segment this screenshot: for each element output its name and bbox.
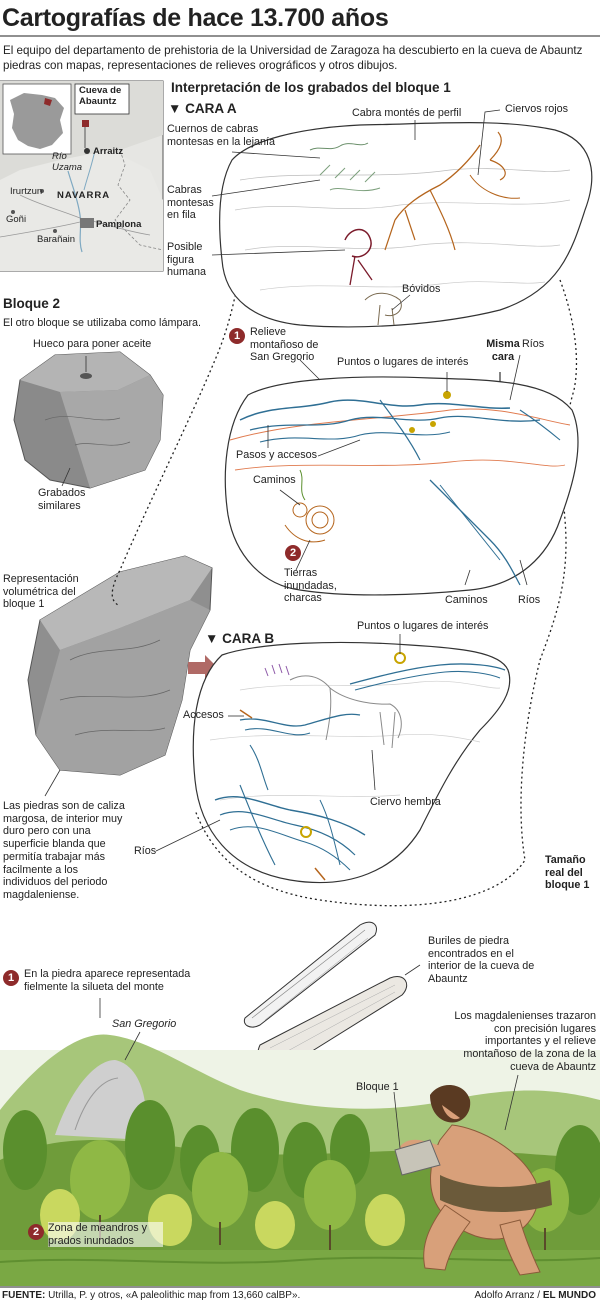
- badge-2-zona: 2: [28, 1224, 44, 1240]
- cara-a-heading: ▼ CARA A: [168, 101, 237, 117]
- label-magdalenienses: Los magdalenienses trazaron con precisió…: [454, 1010, 596, 1073]
- bloque2-desc: El otro bloque se utilizaba como lámpara…: [3, 317, 202, 329]
- label-tierras: Tierras inundadas, charcas: [284, 567, 337, 605]
- label-puntos-b: Puntos o lugares de interés: [357, 620, 489, 632]
- label-volumetric: Representación volumétrica del bloque 1: [3, 573, 79, 611]
- badge-2-tierras: 2: [285, 545, 301, 561]
- footer-paper: EL MUNDO: [542, 1290, 596, 1301]
- label-zona: Zona de meandros y prados inundados: [48, 1222, 163, 1248]
- label-rios-b: Ríos: [134, 845, 157, 857]
- cara-a-engraving: [219, 122, 593, 328]
- label-misma-cara: Misma cara: [486, 338, 520, 363]
- landscape-scene: [0, 1034, 600, 1286]
- cara-b-engraving: [192, 641, 511, 884]
- label-figura: Posible figura humana: [167, 241, 207, 279]
- footer-source-text: Utrilla, P. y otros, «A paleolithic map …: [48, 1290, 301, 1301]
- bloque2-stone: [13, 351, 164, 489]
- triangle-down-icon: ▼: [168, 101, 186, 116]
- label-relieve: Relieve montañoso de San Gregorio: [250, 326, 319, 364]
- label-san-gregorio: San Gregorio: [112, 1018, 177, 1030]
- map-navarra: NAVARRA: [57, 190, 111, 201]
- label-ciervos: Ciervos rojos: [505, 103, 568, 115]
- bloque1-volumetric: [27, 555, 213, 776]
- label-bovidos: Bóvidos: [402, 283, 441, 295]
- label-cabras: Cabras montesas en fila: [167, 184, 214, 222]
- footer-credit: Adolfo Arranz / EL MUNDO: [474, 1290, 596, 1301]
- intro-text: El equipo del departamento de prehistori…: [3, 44, 583, 73]
- label-hueco: Hueco para poner aceite: [33, 338, 152, 350]
- map-baranain: Barañain: [37, 234, 76, 245]
- map-pamplona: Pamplona: [96, 219, 142, 230]
- label-puntos-a: Puntos o lugares de interés: [337, 356, 469, 368]
- map-irurtzun: Irurtzun: [10, 186, 43, 197]
- label-grabados: Grabados similares: [38, 487, 86, 512]
- label-buriles: Buriles de piedra encontrados en el inte…: [428, 935, 535, 986]
- label-rios2: Ríos: [518, 594, 541, 606]
- map-cave-label: Cueva de Abauntz: [79, 85, 122, 107]
- label-monte: En la piedra aparece representada fielme…: [24, 968, 191, 993]
- interpretation-title: Interpretación de los grabados del bloqu…: [171, 80, 451, 95]
- label-bloque1: Bloque 1: [356, 1081, 399, 1093]
- cara-b-title: CARA B: [222, 631, 275, 646]
- cara-a-title: CARA A: [185, 101, 237, 116]
- footer-source-label: FUENTE:: [2, 1290, 46, 1301]
- label-ciervo: Ciervo hembra: [370, 796, 441, 808]
- location-map: [0, 80, 164, 272]
- stones-text: Las piedras son de caliza margosa, de in…: [3, 800, 125, 902]
- page-title: Cartografías de hace 13.700 años: [2, 4, 389, 32]
- label-caminos: Caminos: [253, 474, 296, 486]
- map-goni: Goñi: [6, 214, 27, 225]
- label-accesos: Accesos: [183, 709, 224, 721]
- footer-source: FUENTE: Utrilla, P. y otros, «A paleolit…: [2, 1290, 300, 1302]
- cara-b-heading: ▼ CARA B: [205, 631, 274, 647]
- label-cuernos: Cuernos de cabras montesas en la lejanía: [167, 123, 276, 148]
- burin-tools: [243, 921, 408, 1072]
- footer-author: Adolfo Arranz /: [474, 1290, 541, 1301]
- magdalenian-man: [394, 1084, 552, 1276]
- label-rios-a: Ríos: [522, 338, 545, 350]
- triangle-down-icon: ▼: [205, 631, 223, 646]
- label-pasos: Pasos y accesos: [236, 449, 318, 461]
- bloque2-title: Bloque 2: [3, 296, 61, 311]
- label-caminos2: Caminos: [445, 594, 488, 606]
- badge-1-monte: 1: [3, 970, 19, 986]
- label-cabra-perfil: Cabra montés de perfil: [352, 107, 462, 119]
- map-rio-uzama: Río Uzama: [52, 151, 83, 174]
- cara-a-map: [224, 376, 579, 596]
- label-tamano: Tamaño real del bloque 1: [545, 854, 590, 892]
- badge-1-relieve: 1: [229, 328, 245, 344]
- map-arraitz: Arraitz: [93, 146, 124, 157]
